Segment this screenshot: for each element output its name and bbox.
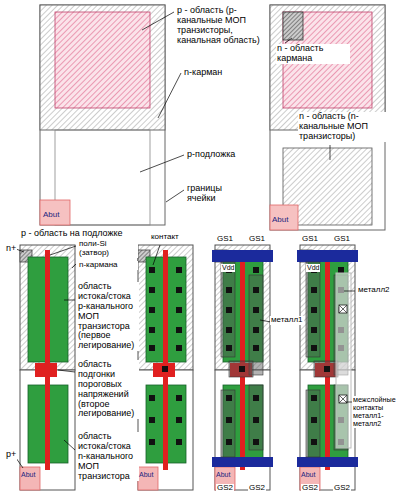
layout-shape [153, 245, 160, 265]
layout-shape [64, 440, 75, 450]
metal1 [297, 250, 358, 467]
callout-label: GS2 [216, 484, 234, 493]
callout-label: n-карман [183, 68, 223, 78]
callout-label: Abut [139, 471, 153, 479]
callout-label: Vdd [221, 264, 235, 272]
layout-shape [158, 73, 181, 118]
callout-label: n - область кармана [276, 44, 350, 64]
callout-label: Abut [272, 216, 288, 225]
layout-shape [142, 12, 174, 30]
callout-label: GS1 [248, 235, 266, 244]
layout-shape [55, 12, 150, 108]
layout-shape [40, 5, 165, 130]
callout-label: область истока/стока n-канального МОП тр… [77, 432, 139, 481]
callout-label: n+ [5, 244, 17, 254]
callout-label: Abut [301, 471, 315, 479]
callout-label: область подгонки пороговых напряжений (в… [77, 360, 139, 419]
panel-wells [40, 5, 165, 225]
layout-shape [166, 190, 184, 202]
layout-shape [64, 300, 75, 301]
layout-shape [270, 205, 298, 230]
callout-label: металл2 [357, 286, 391, 295]
callout-label: Abut [216, 471, 230, 479]
callout-label: Abut [21, 471, 35, 479]
callout-label: GS2 [301, 484, 319, 493]
callout-label: GS1 [333, 235, 351, 244]
leader-lines [16, 12, 355, 468]
contacts [149, 267, 182, 445]
metal1 [212, 250, 273, 467]
callout-label: GS1 [301, 235, 319, 244]
callout-label: Vdd [306, 264, 320, 272]
layout-shape [344, 291, 355, 292]
panel-contacts [138, 245, 193, 490]
metal2 [336, 273, 351, 448]
layout-shape [285, 38, 292, 43]
panel-diffusion [20, 245, 75, 490]
callout-label: GS2 [333, 484, 351, 493]
callout-label: p - область (p-канальные МОП транзисторы… [176, 6, 268, 46]
callout-label: область истока/стока р-канального МОП тр… [77, 282, 139, 351]
layout-shape [40, 5, 165, 225]
callout-label: контакт [150, 233, 180, 242]
callout-label: n - область (n-канальные МОП транзисторы… [298, 112, 396, 142]
callout-label: GS1 [216, 235, 234, 244]
layout-shape [50, 246, 76, 255]
callout-label: p-подложка [186, 150, 236, 160]
callout-label: n-кармана [78, 261, 138, 270]
callout-label: границы ячейки [186, 184, 248, 204]
callout-label: Abut [43, 211, 59, 220]
contacts [226, 267, 259, 445]
callout-label: металл1 [270, 316, 304, 325]
callout-label: GS2 [248, 484, 266, 493]
layout-shape [58, 370, 75, 372]
layout-shape [140, 155, 184, 172]
callout-label: поли-Si (затвор) [78, 240, 138, 258]
layout-shape [72, 264, 76, 268]
layout-shape [40, 200, 70, 225]
layout-shape [283, 12, 303, 40]
callout-label: p+ [5, 450, 17, 460]
callout-label: межслойные контакты металл1-металл2 [352, 396, 398, 428]
layout-shape [330, 145, 331, 160]
